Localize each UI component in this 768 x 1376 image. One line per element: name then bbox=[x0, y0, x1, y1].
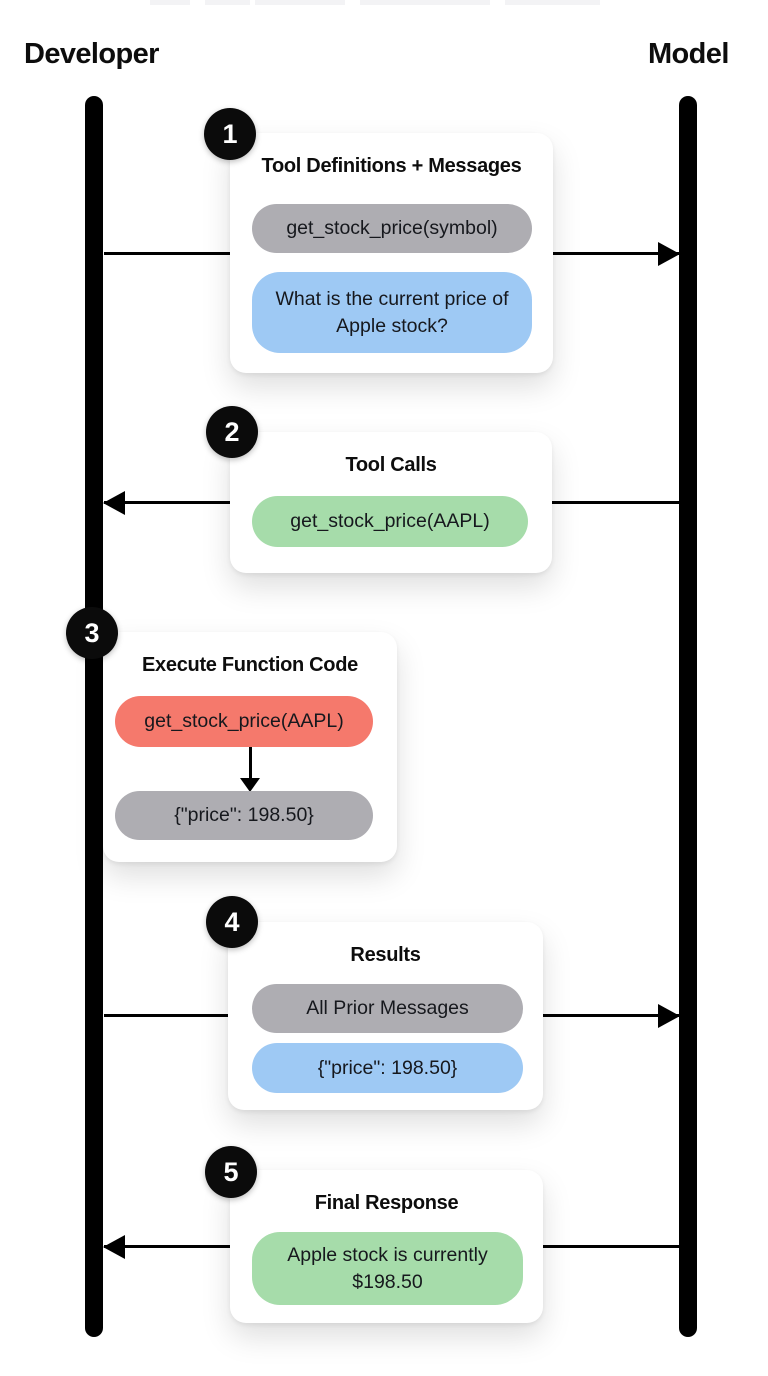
step5-card: Final Response Apple stock is currently … bbox=[230, 1170, 543, 1323]
arrow-right-icon bbox=[658, 1004, 680, 1028]
arrow-left-icon bbox=[103, 1235, 125, 1259]
top-edge-artifact bbox=[205, 0, 250, 5]
step1-title: Tool Definitions + Messages bbox=[261, 155, 522, 177]
user-message-pill: What is the current price of Apple stock… bbox=[252, 272, 532, 353]
step1-badge: 1 bbox=[204, 108, 256, 160]
top-edge-artifact bbox=[360, 0, 490, 5]
step3-badge: 3 bbox=[66, 607, 118, 659]
step2-title: Tool Calls bbox=[345, 454, 437, 476]
step5-badge: 5 bbox=[205, 1146, 257, 1198]
top-edge-artifact bbox=[505, 0, 600, 5]
step1-card: Tool Definitions + Messages get_stock_pr… bbox=[230, 133, 553, 373]
step3-title: Execute Function Code bbox=[142, 654, 358, 676]
arrow-down-icon bbox=[240, 778, 260, 792]
step2-card: Tool Calls get_stock_price(AAPL) bbox=[230, 432, 552, 573]
down-arrow-icon bbox=[103, 747, 397, 793]
tool-definition-pill: get_stock_price(symbol) bbox=[252, 204, 532, 253]
arrow-shaft bbox=[248, 747, 252, 780]
step3-card: Execute Function Code get_stock_price(AA… bbox=[103, 632, 397, 862]
top-edge-artifact bbox=[255, 0, 345, 5]
step5-title: Final Response bbox=[314, 1192, 459, 1214]
model-lifeline bbox=[679, 96, 697, 1337]
step4-badge: 4 bbox=[206, 896, 258, 948]
step4-card: Results All Prior Messages {"price": 198… bbox=[228, 922, 543, 1110]
top-edge-artifact bbox=[150, 0, 190, 5]
actor-label-model: Model bbox=[648, 38, 729, 70]
tool-call-pill: get_stock_price(AAPL) bbox=[252, 496, 528, 547]
arrow-left-icon bbox=[103, 491, 125, 515]
function-result-pill: {"price": 198.50} bbox=[115, 791, 373, 840]
developer-lifeline bbox=[85, 96, 103, 1337]
result-payload-pill: {"price": 198.50} bbox=[252, 1043, 523, 1093]
step4-title: Results bbox=[350, 944, 421, 966]
final-response-pill: Apple stock is currently $198.50 bbox=[252, 1232, 523, 1305]
function-call-pill: get_stock_price(AAPL) bbox=[115, 696, 373, 747]
step2-badge: 2 bbox=[206, 406, 258, 458]
arrow-right-icon bbox=[658, 242, 680, 266]
actor-label-developer: Developer bbox=[24, 38, 159, 70]
prior-messages-pill: All Prior Messages bbox=[252, 984, 523, 1033]
